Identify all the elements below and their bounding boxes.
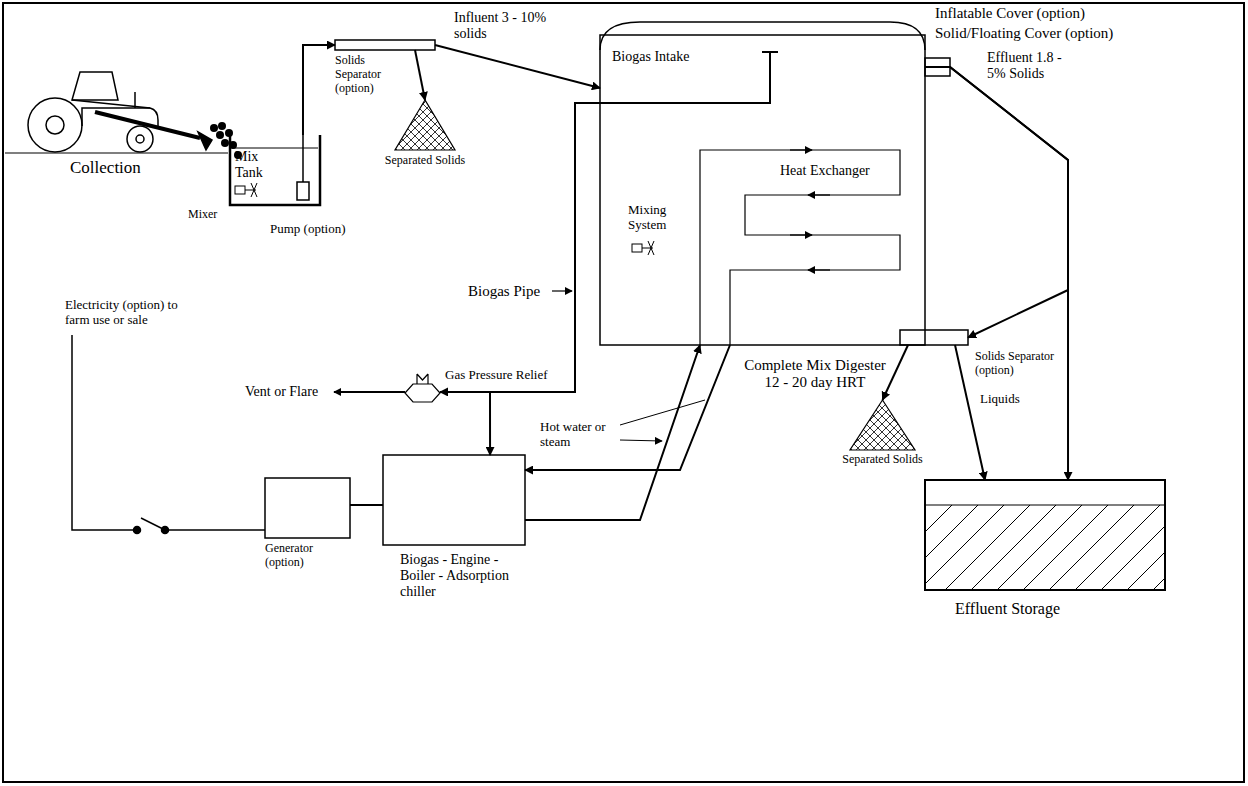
text-holder: Mixer (188, 208, 217, 222)
tractor (5, 72, 228, 153)
text-holder: Collection (70, 158, 141, 178)
text-holder: Electricity (option) to farm use or sale (65, 298, 200, 328)
pipe-connector (435, 45, 600, 88)
pipe-connector (883, 345, 909, 400)
node-label: Biogas - Engine - Boiler - Adsorption ch… (400, 552, 525, 600)
text-holder: Mix Tank (235, 149, 273, 181)
biogas-use-box-outline (383, 455, 525, 545)
part-name: Collection (70, 158, 141, 178)
part-name: Vent or Flare (245, 384, 318, 400)
text-holder: Complete Mix Digester 12 - 20 day HRT (735, 357, 895, 392)
text-holder: Effluent 1.8 - 5% Solids (985, 50, 1085, 82)
text-holder: Hot water or steam (540, 420, 618, 450)
pressure-relief-valve-outline (405, 372, 440, 405)
pressure-relief-valve: Gas Pressure Relief (405, 372, 440, 405)
mixer-symbol (632, 241, 654, 255)
pipe-connector (415, 50, 425, 100)
text-holder: Generator (option) (265, 542, 350, 570)
text-holder: Biogas Intake (612, 49, 689, 65)
text-holder: Vent or Flare (245, 384, 318, 400)
note: Hot water or steam (540, 420, 618, 450)
node-label: Complete Mix Digester 12 - 20 day HRT (735, 357, 895, 392)
electric-wire (72, 335, 265, 534)
text-holder: Biogas - Engine - Boiler - Adsorption ch… (400, 552, 525, 600)
solids-pile-outline (850, 400, 915, 450)
note: Electricity (option) to farm use or sale (65, 298, 200, 328)
solids-separator-outline (900, 330, 968, 345)
text-holder: Influent 3 - 10% solids (452, 10, 567, 42)
text-holder: Pump (option) (270, 222, 345, 237)
node-label: Separated Solids (370, 154, 480, 168)
inflatable-cover (600, 22, 925, 50)
text-holder: Heat Exchanger (780, 163, 870, 179)
leader-arrow (552, 290, 572, 291)
node-label: Mixing System (628, 203, 690, 233)
text-holder: Separated Solids (825, 453, 940, 467)
part-name: Mixer (188, 208, 217, 222)
leader-arrow (620, 400, 705, 441)
biogas-use-box: Biogas - Engine - Boiler - Adsorption ch… (383, 455, 525, 545)
pipe-connector (440, 392, 490, 455)
text-holder: Solid/Floating Cover (option) (935, 25, 1113, 42)
node-label: Solids Separator (option) (975, 350, 1063, 378)
node-label: Generator (option) (265, 542, 350, 570)
vent-line (334, 391, 405, 393)
solids-separator: Solids Separator (option) (335, 40, 435, 50)
pipe-connector (350, 504, 383, 506)
text-holder: Gas Pressure Relief (445, 368, 548, 383)
effluent-storage: Effluent Storage (925, 480, 1165, 590)
text-holder: Effluent Storage (955, 600, 1060, 618)
digester-tank: Biogas IntakeMixing System Heat Exchanger… (600, 35, 925, 345)
node-label: Biogas Intake (612, 49, 689, 65)
effluent-storage-outline (925, 480, 1165, 590)
node-label: Solids Separator (option) (335, 54, 407, 95)
text-holder: Inflatable Cover (option) (935, 5, 1085, 22)
solids-pile: Separated Solids (395, 100, 455, 150)
liquid-level (232, 148, 318, 149)
digester-tank-outline (600, 35, 925, 345)
solids-separator-outline (335, 40, 435, 50)
text-holder: Solids Separator (option) (335, 54, 407, 95)
part-name: Biogas Pipe (468, 283, 540, 300)
node-label: Effluent Storage (955, 600, 1060, 618)
frame (3, 3, 1244, 782)
text-holder: Separated Solids (370, 154, 480, 168)
pipe-connector (525, 345, 700, 520)
text-holder: Mixing System (628, 203, 690, 233)
text-holder: Liquids (978, 392, 1022, 407)
flow-label: Effluent 1.8 - 5% Solids (985, 50, 1085, 82)
part-name: Solid/Floating Cover (option) (935, 25, 1113, 42)
part-name: Pump (option) (270, 222, 345, 237)
flow-label: Liquids (978, 392, 1022, 407)
pipe-connector (925, 67, 1068, 338)
heat-exchanger-coil (700, 150, 900, 345)
generator-box: Generator (option) (265, 478, 350, 538)
flow-label: Influent 3 - 10% solids (452, 10, 567, 42)
solids-separator: Solids Separator (option) (900, 330, 968, 345)
mixer-symbol (235, 183, 257, 197)
solids-pile: Separated Solids (850, 400, 915, 450)
generator-box-outline (265, 478, 350, 538)
mix-tank: Mix Tank (230, 135, 320, 205)
node-label: Separated Solids (825, 453, 940, 467)
pipe-connector (525, 345, 730, 470)
pump-symbol (297, 135, 309, 200)
text-holder: Biogas Pipe (468, 283, 540, 300)
part-name: Inflatable Cover (option) (935, 5, 1085, 22)
solids-pile-outline (395, 100, 455, 150)
pipe-connector (925, 67, 1068, 480)
text-holder: Solids Separator (option) (975, 350, 1063, 378)
pipe-connector (440, 103, 600, 392)
node-label: Gas Pressure Relief (445, 368, 548, 383)
node-label: Heat Exchanger (780, 163, 870, 179)
node-label: Mix Tank (235, 149, 273, 181)
pipe-connector (303, 45, 335, 135)
